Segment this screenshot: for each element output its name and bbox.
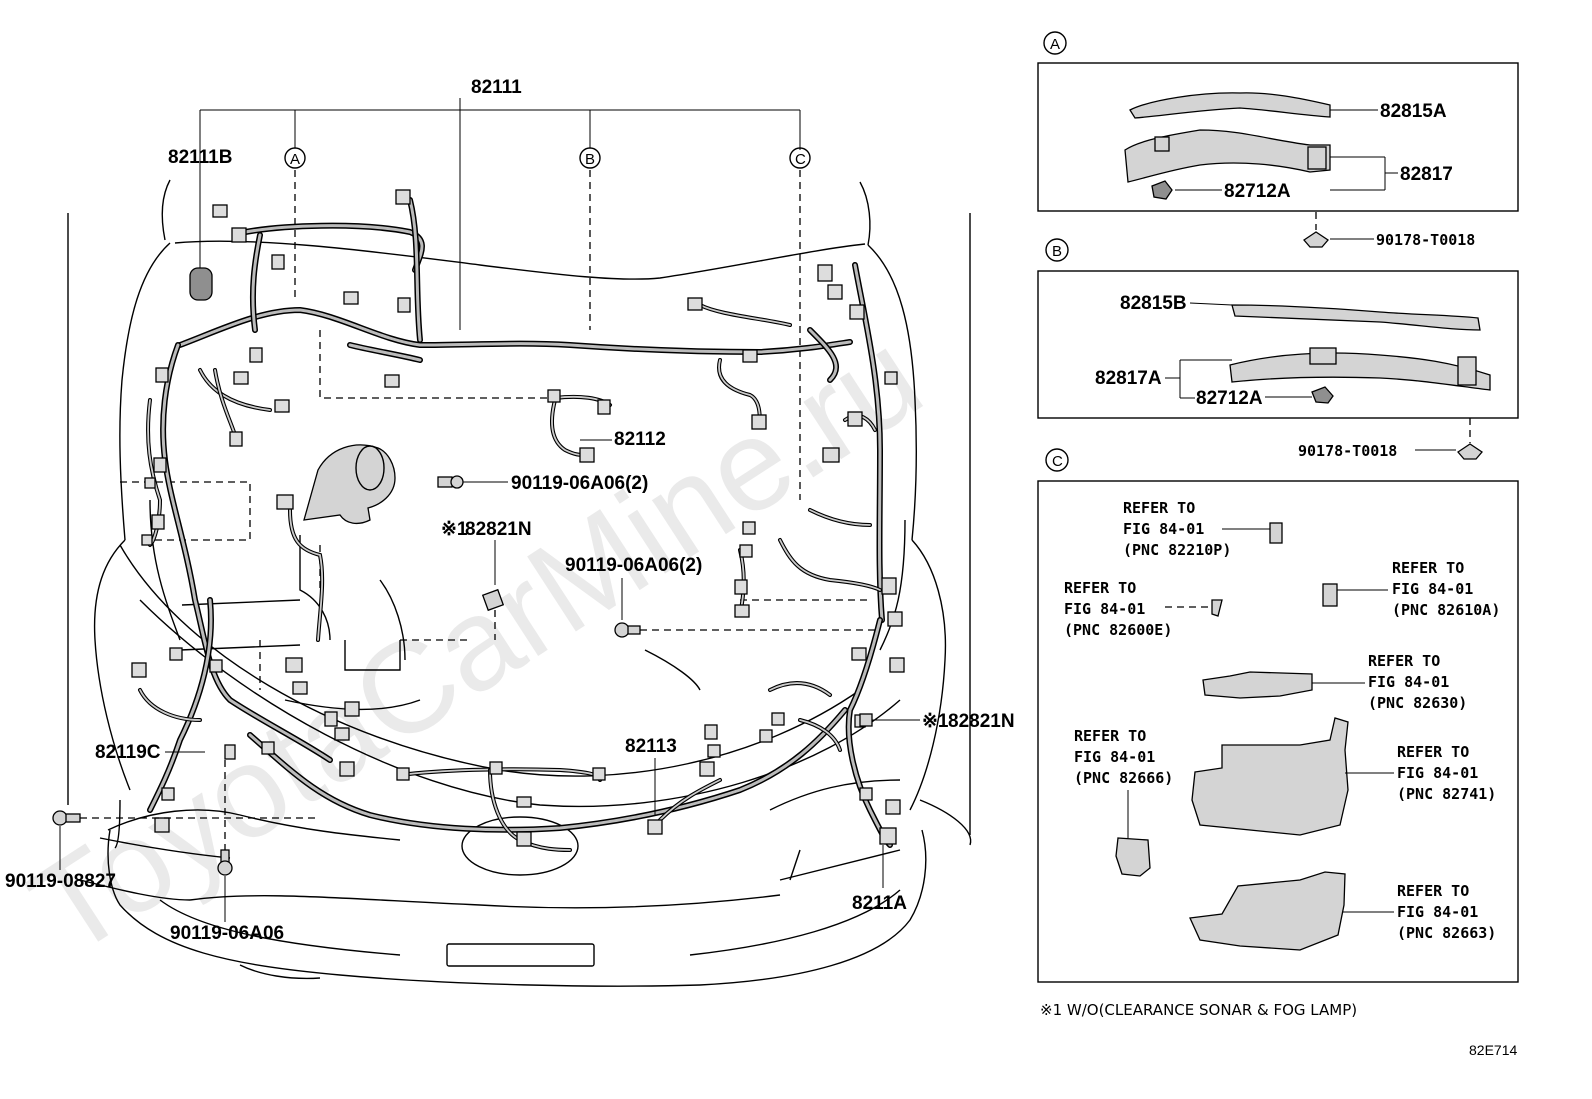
ref-82666: REFER TO FIG 84-01 (PNC 82666): [1074, 727, 1173, 877]
figure-code: 82E714: [1469, 1042, 1517, 1058]
bolt-upper: 90119-06A06(2): [437, 473, 648, 494]
relay-82821N-right: ※1 82821N: [859, 711, 1015, 732]
ref-82741-line3: (PNC 82741): [1397, 785, 1496, 803]
label-82112: 82112: [614, 429, 666, 450]
ref-82630-line2: FIG 84-01: [1368, 673, 1449, 691]
ref-82630-line1: REFER TO: [1368, 652, 1440, 670]
note-symbol-right: ※1: [922, 711, 949, 732]
label-82712A-b: 82712A: [1196, 388, 1263, 409]
marker-c: [789, 147, 811, 169]
label-82821N-right: 82821N: [948, 711, 1015, 732]
ref-82741: REFER TO FIG 84-01 (PNC 82741): [1191, 717, 1496, 836]
label-8211A: 8211A: [852, 893, 907, 914]
label-82821N-left: 82821N: [465, 519, 532, 540]
detail-a-panel: A 82815A 82817 82712A 90178-T0018: [1037, 31, 1519, 249]
ref-82210P-line1: REFER TO: [1123, 499, 1195, 517]
ref-82663-line2: FIG 84-01: [1397, 903, 1478, 921]
ref-82663: REFER TO FIG 84-01 (PNC 82663): [1189, 871, 1496, 951]
ref-82610A: REFER TO FIG 84-01 (PNC 82610A): [1322, 559, 1500, 619]
label-82817A: 82817A: [1095, 368, 1162, 389]
marker-c-letter: C: [795, 151, 806, 168]
label-82817: 82817: [1400, 164, 1453, 185]
engine-wire-harness: [147, 197, 893, 848]
callout-82112: 82112: [580, 429, 666, 450]
ref-82630: REFER TO FIG 84-01 (PNC 82630): [1202, 652, 1467, 712]
ref-82600E-line1: REFER TO: [1064, 579, 1136, 597]
label-82712A-a: 82712A: [1224, 181, 1291, 202]
label-82113: 82113: [625, 736, 677, 757]
marker-a: [284, 147, 306, 169]
bolt-08827: 90119-08827: [5, 810, 320, 892]
ref-82741-line2: FIG 84-01: [1397, 764, 1478, 782]
label-bolt-08827: 90119-08827: [5, 871, 116, 892]
label-82111: 82111: [471, 77, 522, 98]
label-bolt-upper: 90119-06A06(2): [511, 473, 648, 494]
ref-82610A-line1: REFER TO: [1392, 559, 1464, 577]
marker-b: [579, 147, 601, 169]
label-82815A: 82815A: [1380, 101, 1447, 122]
ref-82663-line3: (PNC 82663): [1397, 924, 1496, 942]
footnote: ※1 W/O(CLEARANCE SONAR & FOG LAMP): [1040, 1001, 1357, 1019]
ref-82666-line3: (PNC 82666): [1074, 769, 1173, 787]
ref-82600E-line2: FIG 84-01: [1064, 600, 1145, 618]
detail-b-panel: B 82815B 82817A 82712A 90178-T0018: [1037, 238, 1519, 460]
label-clip-a: 90178-T0018: [1376, 231, 1475, 249]
note-symbol-center: ※1: [441, 519, 468, 540]
detail-b-tag: B: [1052, 243, 1062, 260]
detail-a-tag: A: [1050, 36, 1060, 53]
detail-c-tag: C: [1052, 453, 1063, 470]
ref-82610A-line3: (PNC 82610A): [1392, 601, 1500, 619]
vehicle-front-outline: [67, 179, 972, 987]
watermark: ToyotaCarMine.ru: [6, 302, 946, 983]
callout-8211A: 8211A: [852, 845, 907, 914]
label-bolt-lower: 90119-06A06: [170, 923, 284, 944]
relay-82821N-center: ※1 82821N: [441, 519, 532, 640]
ref-82210P: REFER TO FIG 84-01 (PNC 82210P): [1123, 499, 1283, 559]
bolt-middle: 90119-06A06(2): [565, 555, 880, 638]
label-82111B: 82111B: [168, 147, 232, 168]
ref-82210P-line3: (PNC 82210P): [1123, 541, 1231, 559]
marker-b-letter: B: [585, 151, 595, 168]
callout-82113: 82113: [625, 736, 677, 815]
marker-a-letter: A: [290, 151, 300, 168]
callout-82119C: 82119C: [95, 742, 205, 763]
bolt-lower: 90119-06A06: [170, 760, 284, 944]
ref-82600E-line3: (PNC 82600E): [1064, 621, 1172, 639]
ref-82630-line3: (PNC 82630): [1368, 694, 1467, 712]
ref-82600E: REFER TO FIG 84-01 (PNC 82600E): [1064, 579, 1223, 639]
label-82815B: 82815B: [1120, 293, 1187, 314]
ref-82666-line2: FIG 84-01: [1074, 748, 1155, 766]
ref-82663-line1: REFER TO: [1397, 882, 1469, 900]
air-intake-duct: [303, 444, 396, 525]
label-82119C: 82119C: [95, 742, 161, 763]
ref-82741-line1: REFER TO: [1397, 743, 1469, 761]
label-clip-b: 90178-T0018: [1298, 442, 1397, 460]
detail-c-panel: C REFER TO FIG 84-01 (PNC 82210P) REFER …: [1037, 448, 1519, 983]
label-bolt-middle: 90119-06A06(2): [565, 555, 702, 576]
ref-82610A-line2: FIG 84-01: [1392, 580, 1473, 598]
ref-82666-line1: REFER TO: [1074, 727, 1146, 745]
grommet-82111B: 82111B: [168, 147, 232, 301]
ref-82210P-line2: FIG 84-01: [1123, 520, 1204, 538]
